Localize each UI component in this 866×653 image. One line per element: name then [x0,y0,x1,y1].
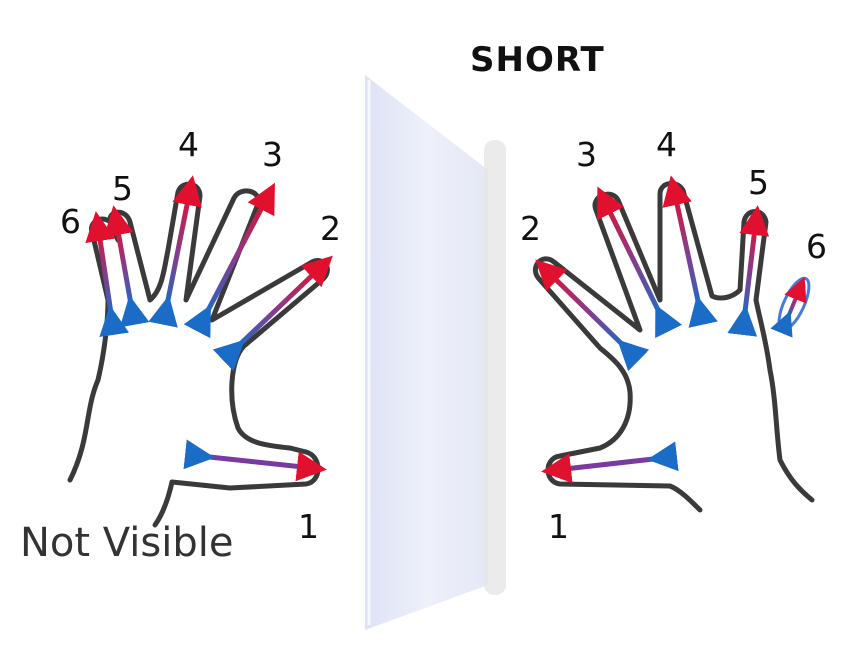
right-hand-arrows [535,175,807,484]
left-label-6: 6 [60,202,81,241]
right-label-1: 1 [548,507,569,546]
right-hand [532,181,815,513]
glass-screen [365,75,506,630]
left-label-3: 3 [262,135,283,174]
right-arrow-3 [597,186,683,339]
right-arrow-6 [770,276,807,338]
not-visible-caption: Not Visible [20,520,234,566]
right-arrow-5 [727,205,770,337]
left-label-2: 2 [320,209,341,248]
left-arrow-1 [183,439,327,482]
right-arrow-1 [541,441,679,484]
right-label-3: 3 [576,135,597,174]
right-label-4: 4 [656,125,677,164]
left-label-5: 5 [112,169,133,208]
left-hand-arrows [85,175,333,482]
left-label-1: 1 [298,507,319,546]
left-label-4: 4 [178,125,199,164]
right-label-2: 2 [520,209,541,248]
left-arrow-2 [212,255,333,372]
right-arrow-4 [662,175,718,328]
left-arrow-3 [183,182,275,339]
screen-face [365,75,488,630]
right-hand-outline [532,181,815,513]
right-label-6: 6 [806,227,827,266]
right-label-5: 5 [748,163,769,202]
title: SHORT [470,40,605,80]
left-hand [67,181,330,528]
screen-edge [484,140,506,595]
left-hand-outline [67,181,330,528]
left-arrow-5 [103,205,150,328]
